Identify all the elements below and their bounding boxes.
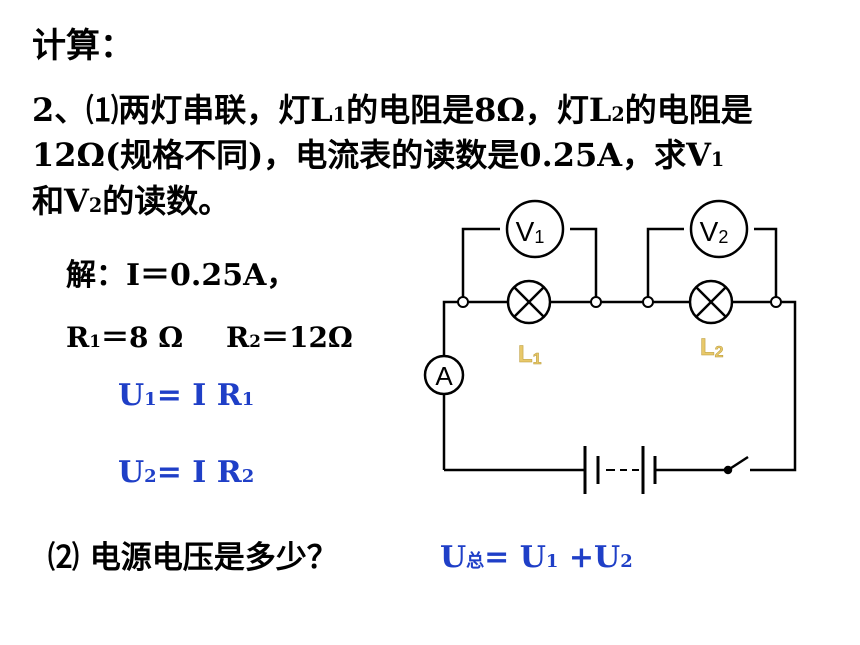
formula-u1: U1= I R1 (118, 378, 255, 413)
v2-label: V2 (700, 216, 729, 247)
solution-r2: R2＝12Ω (226, 321, 353, 354)
formula-u2: U2= I R2 (118, 455, 255, 490)
ammeter-icon: A (423, 354, 465, 396)
problem-text: 2、⑴两灯串联，灯L1的电阻是8Ω，灯L2的电阻是12Ω(规格不同)，电流表的读… (32, 91, 753, 220)
solution-current: 解：I＝0.25A， (66, 258, 297, 293)
voltmeter-v1-icon: V1 (505, 199, 565, 259)
lamp-l2-icon (688, 279, 734, 325)
l2-label: L2 (700, 334, 724, 361)
circuit-wires (442, 227, 797, 472)
junction-dots (457, 296, 782, 308)
v1-label: V1 (516, 216, 545, 247)
voltmeter-v2-icon: V2 (689, 199, 749, 259)
lamp-l1-icon (506, 279, 552, 325)
solution-r1: R1＝8 Ω (66, 321, 184, 354)
l1-label: L1 (518, 341, 542, 368)
question-2: ⑵ 电源电压是多少？ (48, 540, 338, 576)
battery-icon (583, 446, 657, 494)
formula-total-voltage: U总= U1 +U2 (440, 540, 633, 575)
switch-icon (723, 455, 749, 475)
ammeter-label: A (435, 361, 453, 391)
page-title: 计算： (32, 26, 134, 66)
